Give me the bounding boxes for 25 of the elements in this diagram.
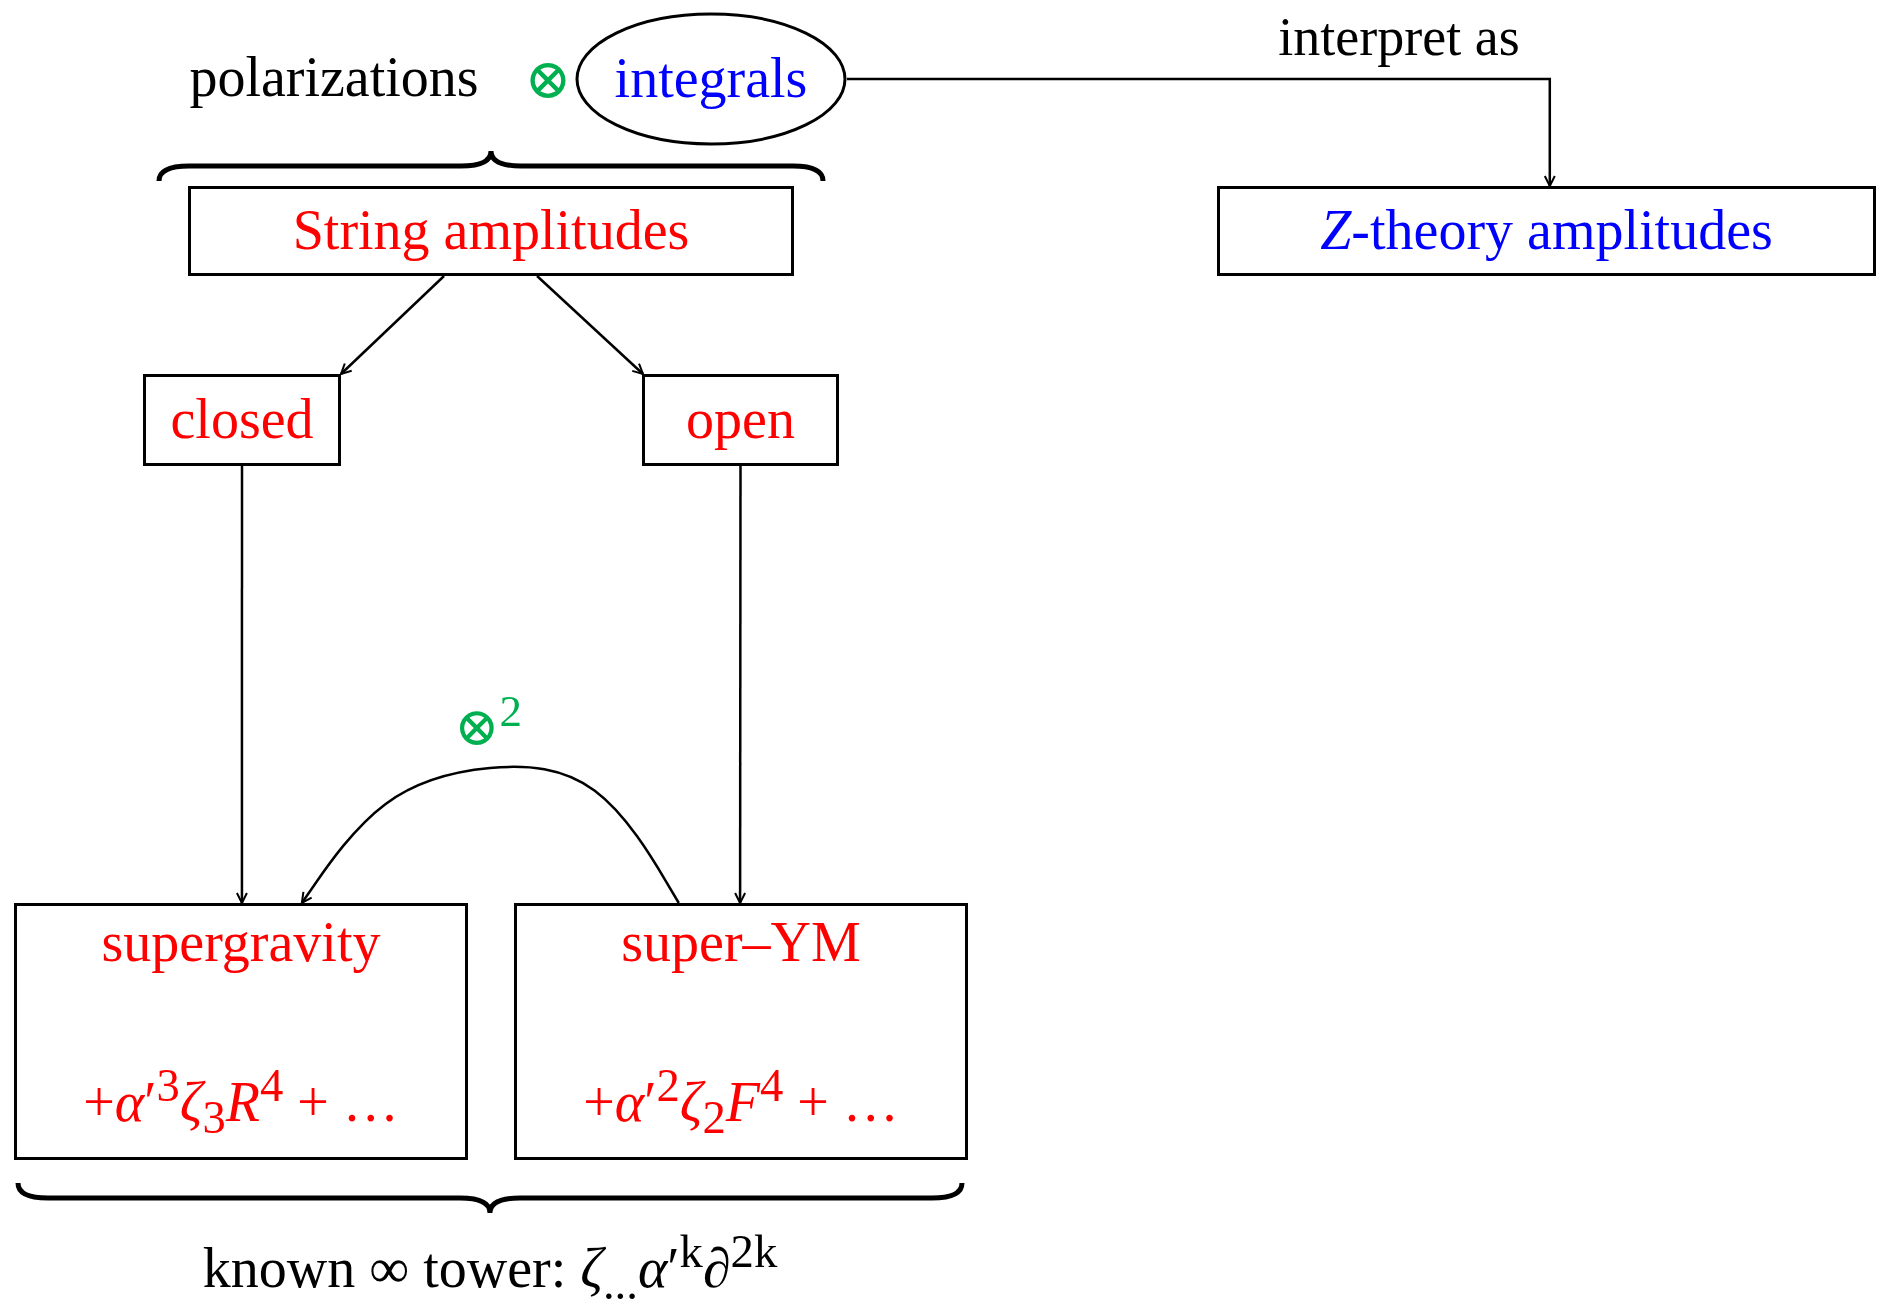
node-label: open (686, 389, 795, 451)
node-label: super–YM (621, 912, 861, 974)
arrow (734, 466, 747, 904)
process-box (188, 186, 794, 276)
ellipse (575, 12, 847, 146)
arrow (536, 275, 644, 375)
formula-text: +α′$^{3}$ζ$_{3}$R$^{4}$ + … (83, 1059, 399, 1143)
theory-box (514, 903, 968, 1160)
tensor-product-symbol: ⊗ (524, 49, 572, 111)
node-label: Z-theory amplitudes (1320, 200, 1773, 262)
node-label: supergravity (101, 912, 381, 974)
process-box (1217, 186, 1876, 276)
formula-text: +α′$^{2}$ζ$_{2}$F$^{4}$ + … (583, 1059, 899, 1143)
process-box (143, 374, 341, 466)
caption-text: known ∞ tower: ζ$_{...}$α′$^{k}$∂$^{2k}$ (202, 1226, 778, 1304)
arrow (847, 77, 1556, 187)
theory-box (14, 903, 468, 1160)
formula-term: polarizations (189, 47, 479, 109)
arrow (300, 765, 680, 904)
arrow (235, 466, 248, 904)
node-label: closed (170, 389, 314, 451)
node-label: integrals (614, 48, 808, 110)
arrow (340, 275, 445, 375)
process-box (642, 374, 839, 466)
node-label: String amplitudes (292, 200, 690, 262)
